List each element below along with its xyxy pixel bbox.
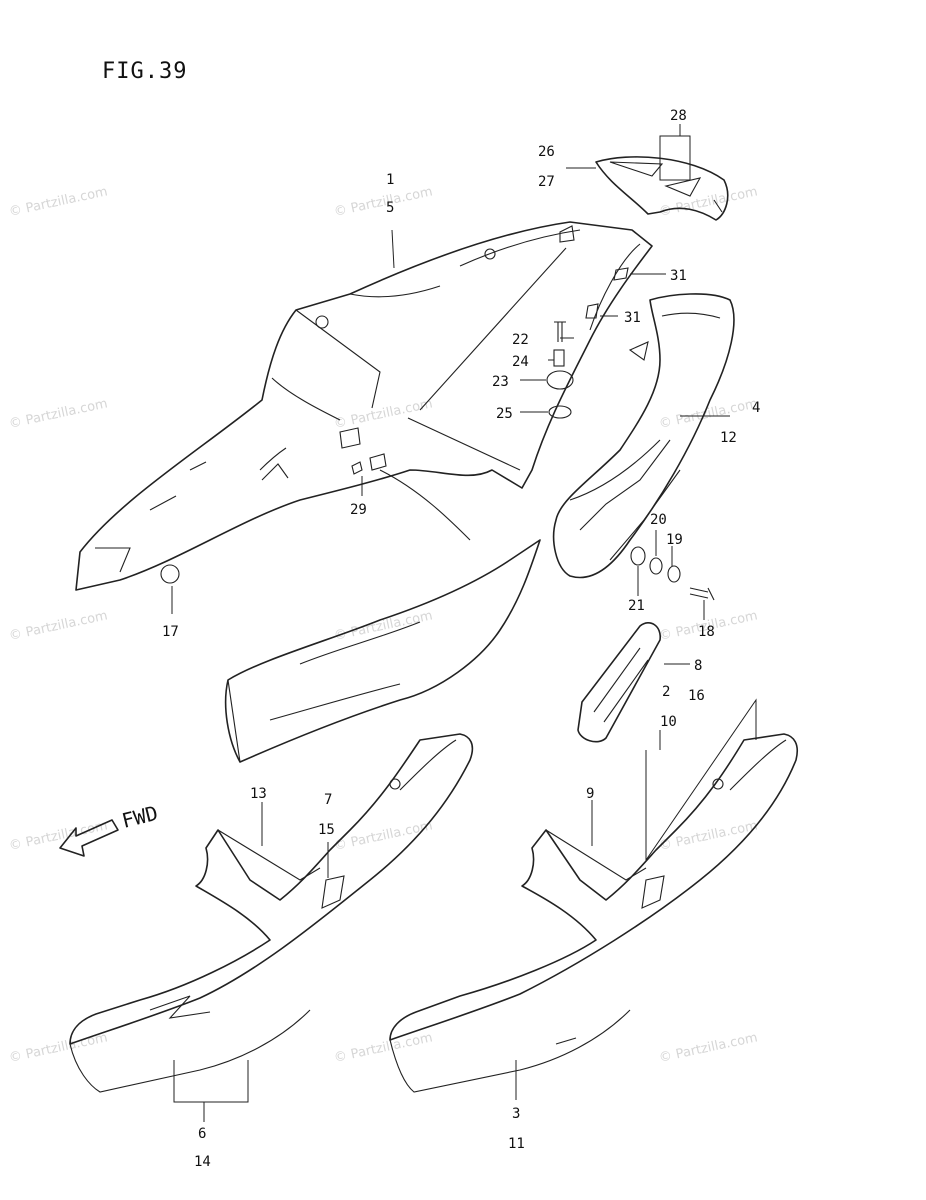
callout-27: 27	[538, 174, 555, 190]
collar-20	[649, 557, 663, 575]
callout-21: 21	[628, 598, 645, 614]
screw-31-lower	[585, 303, 599, 319]
callout-24: 24	[512, 354, 529, 370]
callout-20: 20	[650, 512, 667, 528]
watermark: © Partzilla.com	[8, 818, 109, 854]
callout-12: 12	[720, 430, 737, 446]
rear-grab-cover	[595, 156, 729, 221]
callout-23: 23	[492, 374, 509, 390]
callout-15: 15	[318, 822, 335, 838]
watermark: © Partzilla.com	[333, 1030, 434, 1066]
collar-24	[553, 349, 565, 367]
callout-14: 14	[194, 1154, 211, 1170]
callout-31-upper: 31	[670, 268, 687, 284]
fwd-label: FWD	[119, 801, 160, 833]
callout-22: 22	[512, 332, 529, 348]
watermark: © Partzilla.com	[333, 608, 434, 644]
watermarks: © Partzilla.com © Partzilla.com © Partzi…	[8, 184, 759, 1066]
screw-29	[351, 461, 363, 475]
callout-17: 17	[162, 624, 179, 640]
callout-2: 2	[662, 684, 670, 700]
callout-3: 3	[512, 1106, 520, 1122]
clip-29	[339, 427, 361, 449]
callout-11: 11	[508, 1136, 525, 1152]
arrow-left-icon	[59, 819, 119, 857]
grommet-23	[546, 370, 574, 390]
grommet-17	[160, 564, 180, 584]
side-cowl-right-upper	[552, 293, 735, 579]
seat-tail-cowl	[75, 221, 653, 591]
clip-29b	[369, 453, 387, 471]
washer-25	[548, 405, 572, 419]
callout-7: 7	[324, 792, 332, 808]
callout-10: 10	[660, 714, 677, 730]
watermark: © Partzilla.com	[333, 184, 434, 220]
watermark: © Partzilla.com	[8, 396, 109, 432]
callout-labels: 1 5 26 27 28 31 31 22 24 23 25 4 12 29 1…	[162, 108, 760, 1170]
side-emblem	[577, 622, 661, 743]
watermark: © Partzilla.com	[8, 184, 109, 220]
callout-18: 18	[698, 624, 715, 640]
callout-8: 8	[694, 658, 702, 674]
washer-19	[667, 565, 681, 583]
callout-19: 19	[666, 532, 683, 548]
screw-31-upper	[613, 267, 629, 281]
callout-1: 1	[386, 172, 394, 188]
callout-6: 6	[198, 1126, 206, 1142]
screw-22	[554, 321, 566, 342]
callout-16: 16	[688, 688, 705, 704]
callout-5: 5	[386, 200, 394, 216]
watermark: © Partzilla.com	[333, 396, 434, 432]
hardware	[160, 267, 715, 601]
callout-13: 13	[250, 786, 267, 802]
callout-31-lower: 31	[624, 310, 641, 326]
watermark: © Partzilla.com	[658, 1030, 759, 1066]
callout-25: 25	[496, 406, 513, 422]
callout-26: 26	[538, 144, 555, 160]
watermark: © Partzilla.com	[658, 396, 759, 432]
callout-29: 29	[350, 502, 367, 518]
watermark: © Partzilla.com	[658, 818, 759, 854]
frame-cover-left	[69, 733, 474, 1093]
fwd-arrow: FWD	[59, 801, 160, 857]
callout-4: 4	[752, 400, 760, 416]
watermark: © Partzilla.com	[8, 608, 109, 644]
callout-9: 9	[586, 786, 594, 802]
figure-title: FIG.39	[102, 59, 187, 84]
callout-28: 28	[670, 108, 687, 124]
under-tray	[224, 469, 541, 763]
leader-lines	[171, 124, 757, 1122]
frame-cover-right	[389, 733, 799, 1093]
washer-21	[630, 546, 646, 566]
watermark: © Partzilla.com	[333, 818, 434, 854]
watermark: © Partzilla.com	[658, 184, 759, 220]
bolt-18	[689, 587, 715, 601]
